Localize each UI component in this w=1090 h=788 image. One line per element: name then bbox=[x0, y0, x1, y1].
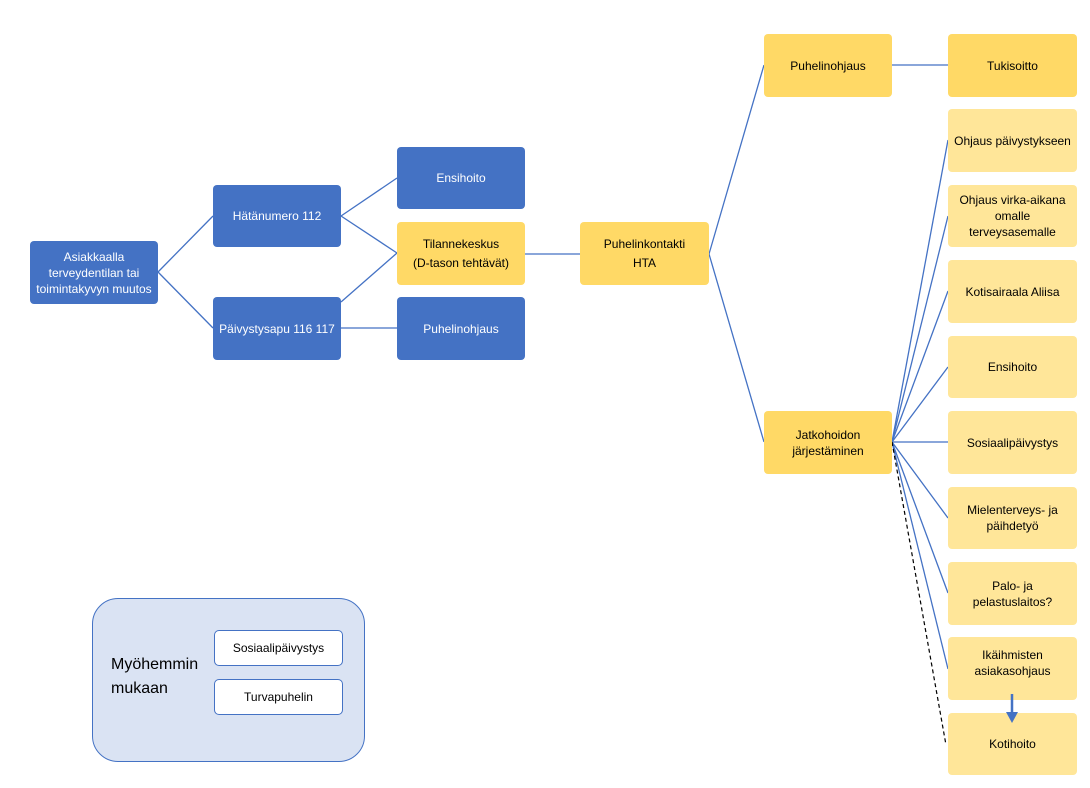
outcome-social-on-call: Sosiaalipäivystys bbox=[948, 411, 1077, 474]
link-fu-o1 bbox=[891, 139, 949, 443]
link-112-situation bbox=[340, 215, 398, 254]
node-on-call-help: Päivystysapu 116 117 bbox=[213, 297, 341, 360]
node-phone-guidance-top: Puhelinohjaus bbox=[764, 34, 892, 97]
outcome-er-guidance: Ohjaus päivystykseen bbox=[948, 109, 1077, 172]
outcome-home-hospital: Kotisairaala Aliisa bbox=[948, 260, 1077, 323]
later-item-social-on-call: Sosiaalipäivystys bbox=[214, 630, 343, 666]
node-situation-center: Tilannekeskus (D-tason tehtävät) bbox=[397, 222, 525, 285]
outcome-rescue-service: Palo- ja pelastuslaitos? bbox=[948, 562, 1077, 625]
node-follow-up: Jatkohoidon järjestäminen bbox=[764, 411, 892, 474]
link-fu-o6 bbox=[891, 441, 949, 519]
link-contact-followup bbox=[708, 253, 765, 443]
link-fu-o8 bbox=[891, 441, 949, 670]
outcome-health-station: Ohjaus virka-aikana omalle terveysasemal… bbox=[948, 185, 1077, 247]
link-client-112 bbox=[157, 215, 214, 273]
later-item-safety-phone: Turvapuhelin bbox=[214, 679, 343, 715]
link-112-ambulance bbox=[340, 177, 398, 217]
node-client-change: Asiakkaalla terveydentilan tai toimintak… bbox=[30, 241, 158, 304]
link-client-116 bbox=[157, 271, 214, 329]
node-emergency-112: Hätänumero 112 bbox=[213, 185, 341, 247]
outcome-home-care: Kotihoito bbox=[948, 713, 1077, 775]
node-phone-contact: Puhelinkontakti HTA bbox=[580, 222, 709, 285]
later-panel: Myöhemmin mukaan Sosiaalipäivystys Turva… bbox=[92, 598, 365, 762]
link-116-situation bbox=[340, 252, 398, 303]
link-fu-o9-dashed bbox=[891, 441, 947, 746]
node-phone-guidance-mid: Puhelinohjaus bbox=[397, 297, 525, 360]
later-panel-title: Myöhemmin mukaan bbox=[111, 656, 199, 697]
arrow-down-icon bbox=[1006, 694, 1018, 723]
outcome-ambulance: Ensihoito bbox=[948, 336, 1077, 398]
outcome-mental-health: Mielenterveys- ja päihdetyö bbox=[948, 487, 1077, 549]
link-fu-o3 bbox=[891, 290, 949, 443]
link-contact-top bbox=[708, 64, 765, 255]
outcome-elderly-guidance: Ikäihmisten asiakasohjaus bbox=[948, 637, 1077, 700]
node-ambulance: Ensihoito bbox=[397, 147, 525, 209]
node-support-call: Tukisoitto bbox=[948, 34, 1077, 97]
link-fu-o4 bbox=[891, 366, 949, 443]
link-fu-o7 bbox=[891, 441, 949, 594]
link-fu-o2 bbox=[891, 215, 949, 443]
